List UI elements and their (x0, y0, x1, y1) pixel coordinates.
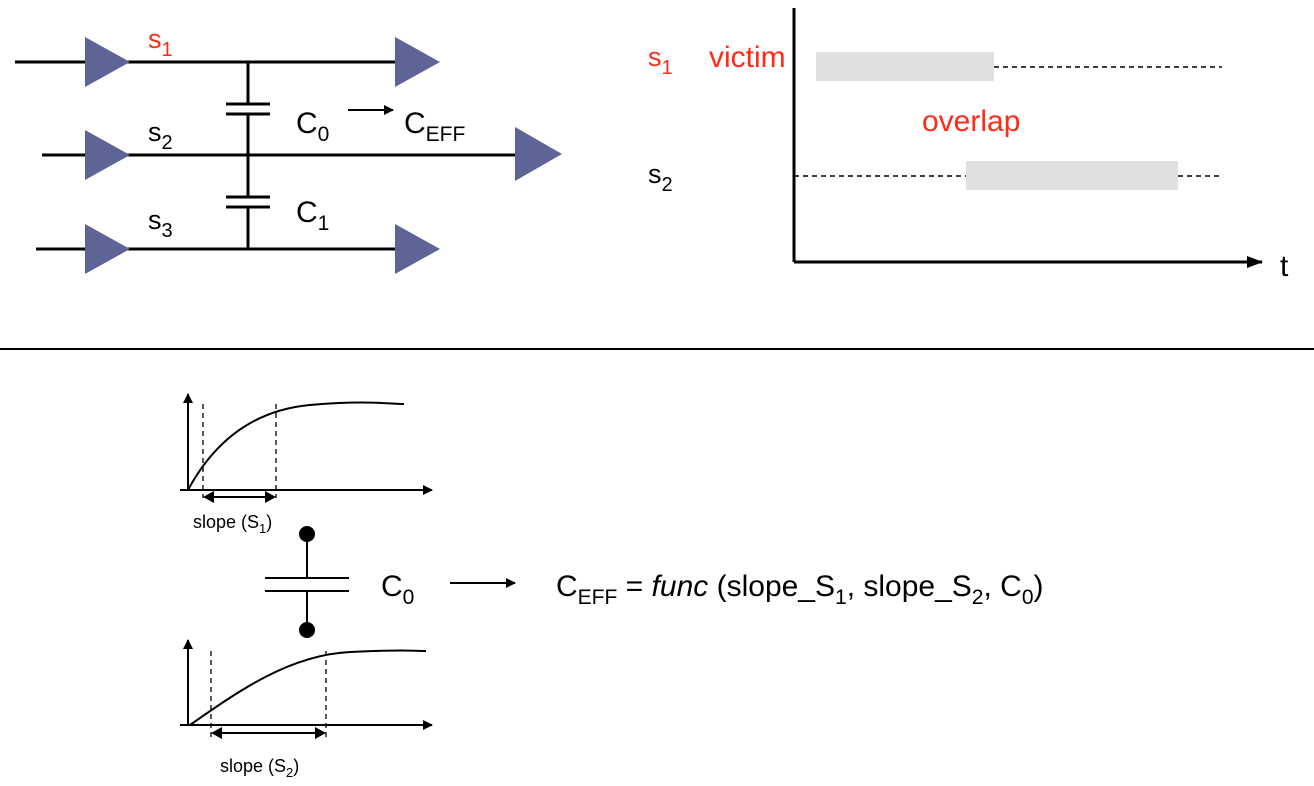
slope-c0-label: C0 (381, 570, 414, 609)
timing-window-chart: t s1 victim overlap s2 (648, 8, 1289, 283)
buffer-s2-driver (85, 130, 130, 180)
s2-switching-window (966, 161, 1178, 190)
coupling-circuit: s1 s2 s3 C0 CEFF C1 (15, 24, 562, 274)
coupling-capacitor-c0 (226, 62, 270, 155)
c1-label: C1 (296, 196, 329, 235)
buffer-s3-receiver (395, 224, 440, 274)
coupling-capacitor-c1 (226, 155, 270, 249)
buffer-s1-driver (85, 37, 130, 87)
net-s3-label: s3 (148, 205, 173, 242)
slope-s2-label: slope (S2) (220, 756, 299, 780)
buffer-s3-driver (85, 224, 130, 274)
buffer-s1-receiver (395, 37, 440, 87)
time-axis-label: t (1280, 250, 1289, 283)
timing-s2-label: s2 (648, 159, 673, 196)
ceff-label: CEFF (404, 107, 465, 146)
slope-coupling-capacitor (265, 526, 349, 638)
victim-label: victim (709, 41, 786, 74)
slope-s1-label: slope (S1) (193, 512, 272, 536)
waveform-s2: slope (S2) (180, 639, 433, 780)
net-s1-label: s1 (148, 24, 173, 61)
waveform-s1: slope (S1) (180, 393, 433, 536)
timing-s1-label: s1 (648, 42, 673, 79)
c0-label: C0 (296, 107, 329, 146)
ceff-formula: CEFF = func (slope_S1, slope_S2, C0) (556, 570, 1044, 609)
s1-switching-window (816, 52, 994, 81)
waveform-s2-curve (189, 649, 427, 726)
slope-dependency-diagram: slope (S1) C0 CEFF = func (slope_S1, slo… (180, 393, 1044, 780)
net-s2-label: s2 (148, 117, 173, 154)
overlap-label: overlap (922, 105, 1020, 138)
buffer-s2-receiver (515, 127, 562, 181)
waveform-s1-curve (187, 401, 405, 491)
